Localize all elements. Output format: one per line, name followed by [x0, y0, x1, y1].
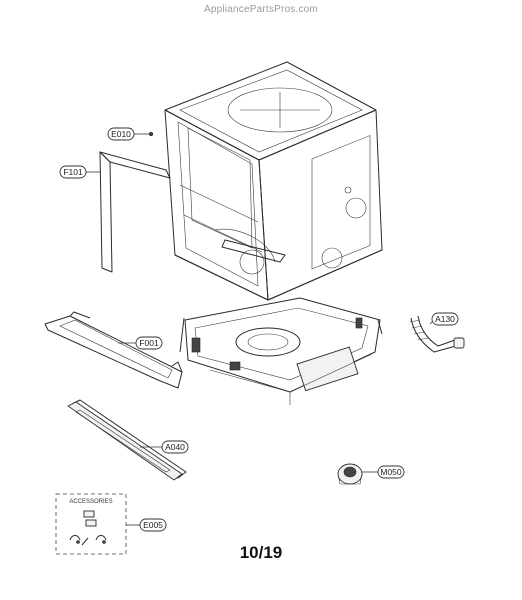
callout-f101-label: F101: [63, 167, 83, 177]
part-f101: F101: [59, 151, 171, 273]
callout-e010-label: E010: [111, 129, 131, 139]
accessories-label: ACCESSORIES: [69, 499, 112, 505]
part-m050: M050: [337, 463, 405, 485]
callout-a130-box: [431, 312, 459, 326]
callout-e010-box: [107, 127, 135, 141]
callout-f001-box: [135, 336, 163, 350]
callout-e005-label: E005: [143, 520, 163, 530]
part-e005: ACCESSORIES E005: [55, 493, 167, 555]
dishwasher-tub: [164, 61, 383, 301]
page-number: 10/19: [239, 543, 283, 562]
callout-f101-box: [59, 165, 87, 179]
base-assembly: [179, 297, 383, 405]
callout-a040-box: [161, 440, 189, 454]
part-a130: A130: [409, 312, 465, 353]
callout-e005-box: [139, 518, 167, 532]
part-e010: E010: [107, 127, 154, 141]
callout-a130-label: A130: [435, 314, 455, 324]
callout-f001-label: F001: [139, 338, 159, 348]
callout-m050-label: M050: [380, 467, 402, 477]
part-f001: F001: [44, 311, 183, 389]
callout-a040-label: A040: [165, 442, 185, 452]
part-a040: A040: [67, 399, 189, 481]
watermark: AppliancePartsPros.com: [204, 4, 318, 15]
accessories-box: [55, 493, 127, 555]
callout-m050-box: [377, 465, 405, 479]
